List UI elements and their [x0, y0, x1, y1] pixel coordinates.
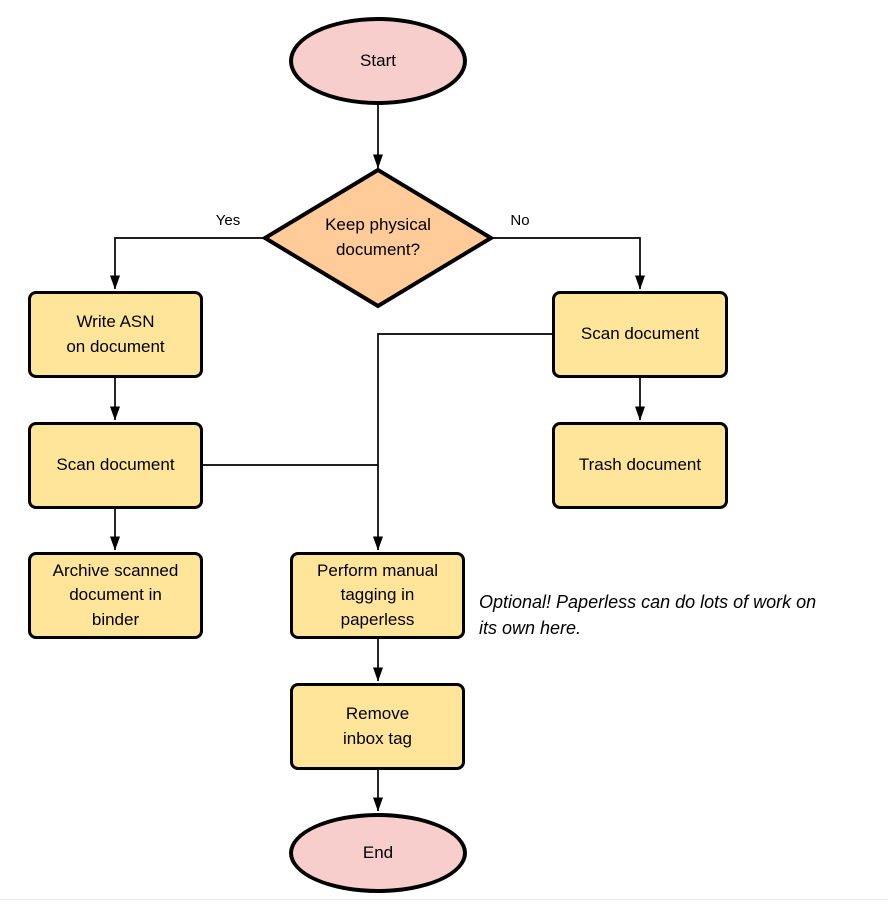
- annotation-note: Optional! Paperless can do lots of work …: [479, 592, 817, 638]
- node-archive-document: Archive scanned document in binder: [28, 552, 203, 639]
- node-decision-shape: [261, 167, 495, 309]
- page-bottom-divider: [0, 899, 888, 900]
- edge-scan-right-to-tagging: [373, 333, 552, 551]
- node-decision-label: Keep physical document?: [325, 215, 431, 259]
- node-trash-document: Trash document: [552, 422, 728, 509]
- node-manual-tagging: Perform manual tagging in paperless: [290, 552, 465, 639]
- edge-decision-no-to-scan-right: [491, 237, 645, 290]
- edge-label-no: No: [510, 212, 530, 229]
- node-remove-inbox-tag: Remove inbox tag: [290, 683, 465, 770]
- edge-decision-yes-to-write-asn: [110, 237, 265, 290]
- node-scan-document-left: Scan document: [28, 422, 203, 509]
- node-write-asn: Write ASN on document: [28, 291, 203, 378]
- node-end: End: [289, 813, 467, 893]
- node-start: Start: [289, 17, 467, 105]
- edge-label-yes: Yes: [215, 212, 241, 229]
- node-scan-document-right: Scan document: [552, 291, 728, 378]
